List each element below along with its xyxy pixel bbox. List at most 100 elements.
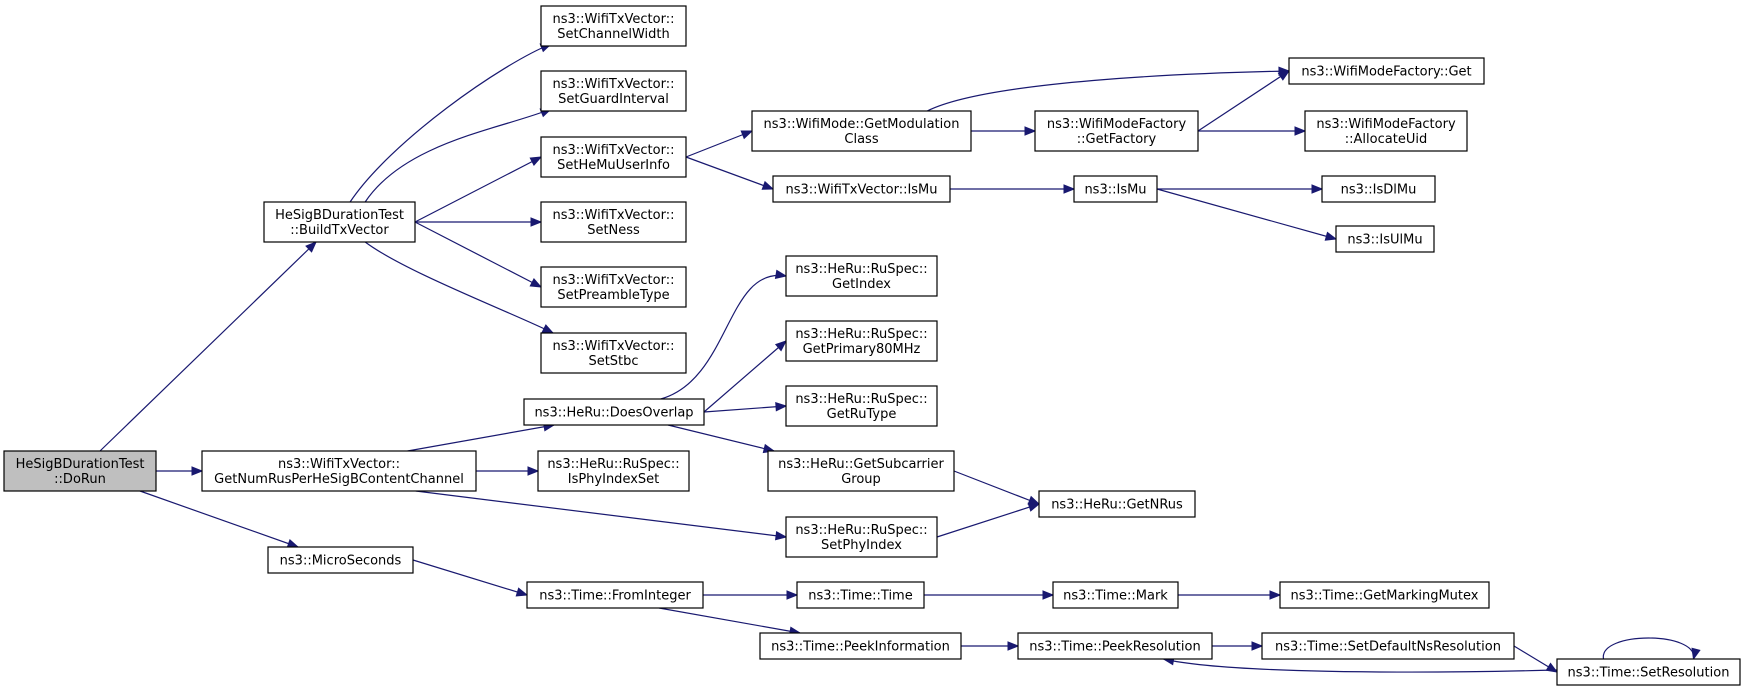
- edge-dorun-to-getnumrus: [156, 466, 204, 476]
- node-ismu[interactable]: ns3::IsMu: [1073, 175, 1158, 203]
- node-box: [1034, 110, 1199, 152]
- node-label: SetPhyIndex: [821, 538, 902, 553]
- node-label: ::DoRun: [54, 472, 106, 487]
- node-setpre[interactable]: ns3::WifiTxVector::SetPreambleType: [540, 266, 687, 308]
- node-box: [785, 516, 938, 558]
- edge-arrowhead: [740, 130, 754, 140]
- node-getindex[interactable]: ns3::HeRu::RuSpec::GetIndex: [785, 255, 938, 297]
- node-peekres[interactable]: ns3::Time::PeekResolution: [1017, 632, 1213, 660]
- node-wmfget[interactable]: ns3::WifiModeFactory::Get: [1288, 57, 1485, 85]
- edge-line: [415, 490, 787, 538]
- edge-peekres-to-setdefres: [1212, 641, 1264, 651]
- edge-line: [685, 156, 774, 190]
- edge-line: [667, 424, 775, 452]
- edge-line: [364, 241, 554, 334]
- node-label: ns3::Time::SetResolution: [1568, 666, 1730, 681]
- node-label: ns3::Time::Mark: [1063, 589, 1168, 604]
- node-setphyidx[interactable]: ns3::HeRu::RuSpec::SetPhyIndex: [785, 516, 938, 558]
- node-sethemu[interactable]: ns3::WifiTxVector::SetHeMuUserInfo: [540, 136, 687, 178]
- node-box: [1261, 632, 1515, 660]
- node-getp80[interactable]: ns3::HeRu::RuSpec::GetPrimary80MHz: [785, 320, 938, 362]
- node-setdefres[interactable]: ns3::Time::SetDefaultNsResolution: [1261, 632, 1515, 660]
- edge-line: [1197, 70, 1290, 132]
- node-getnrus[interactable]: ns3::HeRu::GetNRus: [1038, 490, 1196, 518]
- node-label: ns3::WifiTxVector::: [552, 77, 674, 92]
- edge-line: [414, 156, 542, 223]
- node-box: [1288, 57, 1485, 85]
- node-box: [263, 201, 416, 243]
- node-box: [523, 398, 705, 426]
- node-setgi[interactable]: ns3::WifiTxVector::SetGuardInterval: [540, 70, 687, 112]
- edge-line: [414, 221, 542, 288]
- edge-arrowhead: [1251, 641, 1264, 651]
- node-label: GetRuType: [827, 407, 897, 422]
- node-box: [526, 581, 704, 609]
- node-getrutype[interactable]: ns3::HeRu::RuSpec::GetRuType: [785, 385, 938, 427]
- edge-line: [658, 607, 801, 634]
- edge-ismu-to-isdlmu: [1157, 184, 1324, 194]
- node-doesoverlap[interactable]: ns3::HeRu::DoesOverlap: [523, 398, 705, 426]
- node-isphyidx[interactable]: ns3::HeRu::RuSpec::IsPhyIndexSet: [537, 450, 690, 492]
- node-box: [1321, 175, 1436, 203]
- node-setstbc[interactable]: ns3::WifiTxVector::SetStbc: [540, 332, 687, 374]
- edge-getfactory-to-wmfget: [1197, 70, 1291, 132]
- node-label: ns3::IsMu: [1084, 183, 1146, 198]
- node-label: ns3::WifiTxVector::IsMu: [785, 183, 937, 198]
- edge-arrowhead: [1324, 231, 1338, 241]
- edge-getnumrus-to-doesoverlap: [407, 422, 556, 452]
- node-buildtx[interactable]: HeSigBDurationTest::BuildTxVector: [263, 201, 416, 243]
- edge-buildtx-to-setchw: [349, 43, 553, 203]
- node-label: SetStbc: [588, 354, 638, 369]
- node-box: [540, 266, 687, 308]
- node-label: Class: [844, 132, 878, 147]
- edge-line: [1156, 188, 1337, 240]
- node-label: ns3::Time::PeekResolution: [1029, 640, 1200, 655]
- edge-getfactory-to-allocuid: [1198, 126, 1307, 136]
- node-peekinfo[interactable]: ns3::Time::PeekInformation: [759, 632, 962, 660]
- node-label: ns3::HeRu::GetNRus: [1051, 498, 1183, 513]
- edge-doesoverlap-to-getp80: [703, 340, 788, 413]
- node-timetime[interactable]: ns3::Time::Time: [796, 581, 925, 609]
- edge-arrowhead: [305, 241, 317, 253]
- node-box: [751, 110, 972, 152]
- node-box: [785, 255, 938, 297]
- edge-dorun-to-microsec: [139, 490, 300, 548]
- edge-line: [1163, 658, 1558, 673]
- node-allocuid[interactable]: ns3::WifiModeFactory::AllocateUid: [1304, 110, 1468, 152]
- node-isdlmu[interactable]: ns3::IsDlMu: [1321, 175, 1436, 203]
- node-setchw[interactable]: ns3::WifiTxVector::SetChannelWidth: [540, 5, 687, 47]
- edge-txismu-to-ismu: [950, 184, 1076, 194]
- node-label: ns3::IsDlMu: [1341, 183, 1417, 198]
- node-timemark[interactable]: ns3::Time::Mark: [1052, 581, 1179, 609]
- node-getmarkmutex[interactable]: ns3::Time::GetMarkingMutex: [1279, 581, 1490, 609]
- node-dorun: HeSigBDurationTest::DoRun: [3, 450, 157, 492]
- node-getnumrus[interactable]: ns3::WifiTxVector::GetNumRusPerHeSigBCon…: [201, 450, 477, 492]
- node-label: ::GetFactory: [1077, 132, 1157, 147]
- edge-line: [936, 503, 1040, 538]
- node-frominteger[interactable]: ns3::Time::FromInteger: [526, 581, 704, 609]
- edge-doesoverlap-to-getindex: [660, 269, 788, 400]
- node-label: GetIndex: [832, 277, 891, 292]
- node-label: ns3::HeRu::RuSpec::: [795, 262, 927, 277]
- edge-line: [349, 43, 552, 203]
- node-txismu[interactable]: ns3::WifiTxVector::IsMu: [772, 175, 951, 203]
- edge-arrowhead: [1007, 641, 1020, 651]
- edge-buildtx-to-setstbc: [364, 241, 555, 334]
- node-isulmu[interactable]: ns3::IsUlMu: [1335, 225, 1435, 253]
- edge-arrowhead: [1311, 184, 1324, 194]
- edge-ismu-to-isulmu: [1156, 188, 1338, 241]
- node-label: ::BuildTxVector: [290, 223, 389, 238]
- node-getfactory[interactable]: ns3::WifiModeFactory::GetFactory: [1034, 110, 1199, 152]
- node-microsec[interactable]: ns3::MicroSeconds: [267, 546, 414, 574]
- node-setres[interactable]: ns3::Time::SetResolution: [1556, 658, 1741, 686]
- edge-arrowhead: [1294, 126, 1307, 136]
- node-setness[interactable]: ns3::WifiTxVector::SetNess: [540, 201, 687, 243]
- edge-arrowhead: [1063, 184, 1076, 194]
- edge-arrowhead: [529, 277, 543, 288]
- node-box: [1073, 175, 1158, 203]
- edge-doesoverlap-to-getrutype: [703, 402, 788, 413]
- edge-arrowhead: [786, 590, 799, 600]
- node-label: ns3::HeRu::RuSpec::: [547, 457, 679, 472]
